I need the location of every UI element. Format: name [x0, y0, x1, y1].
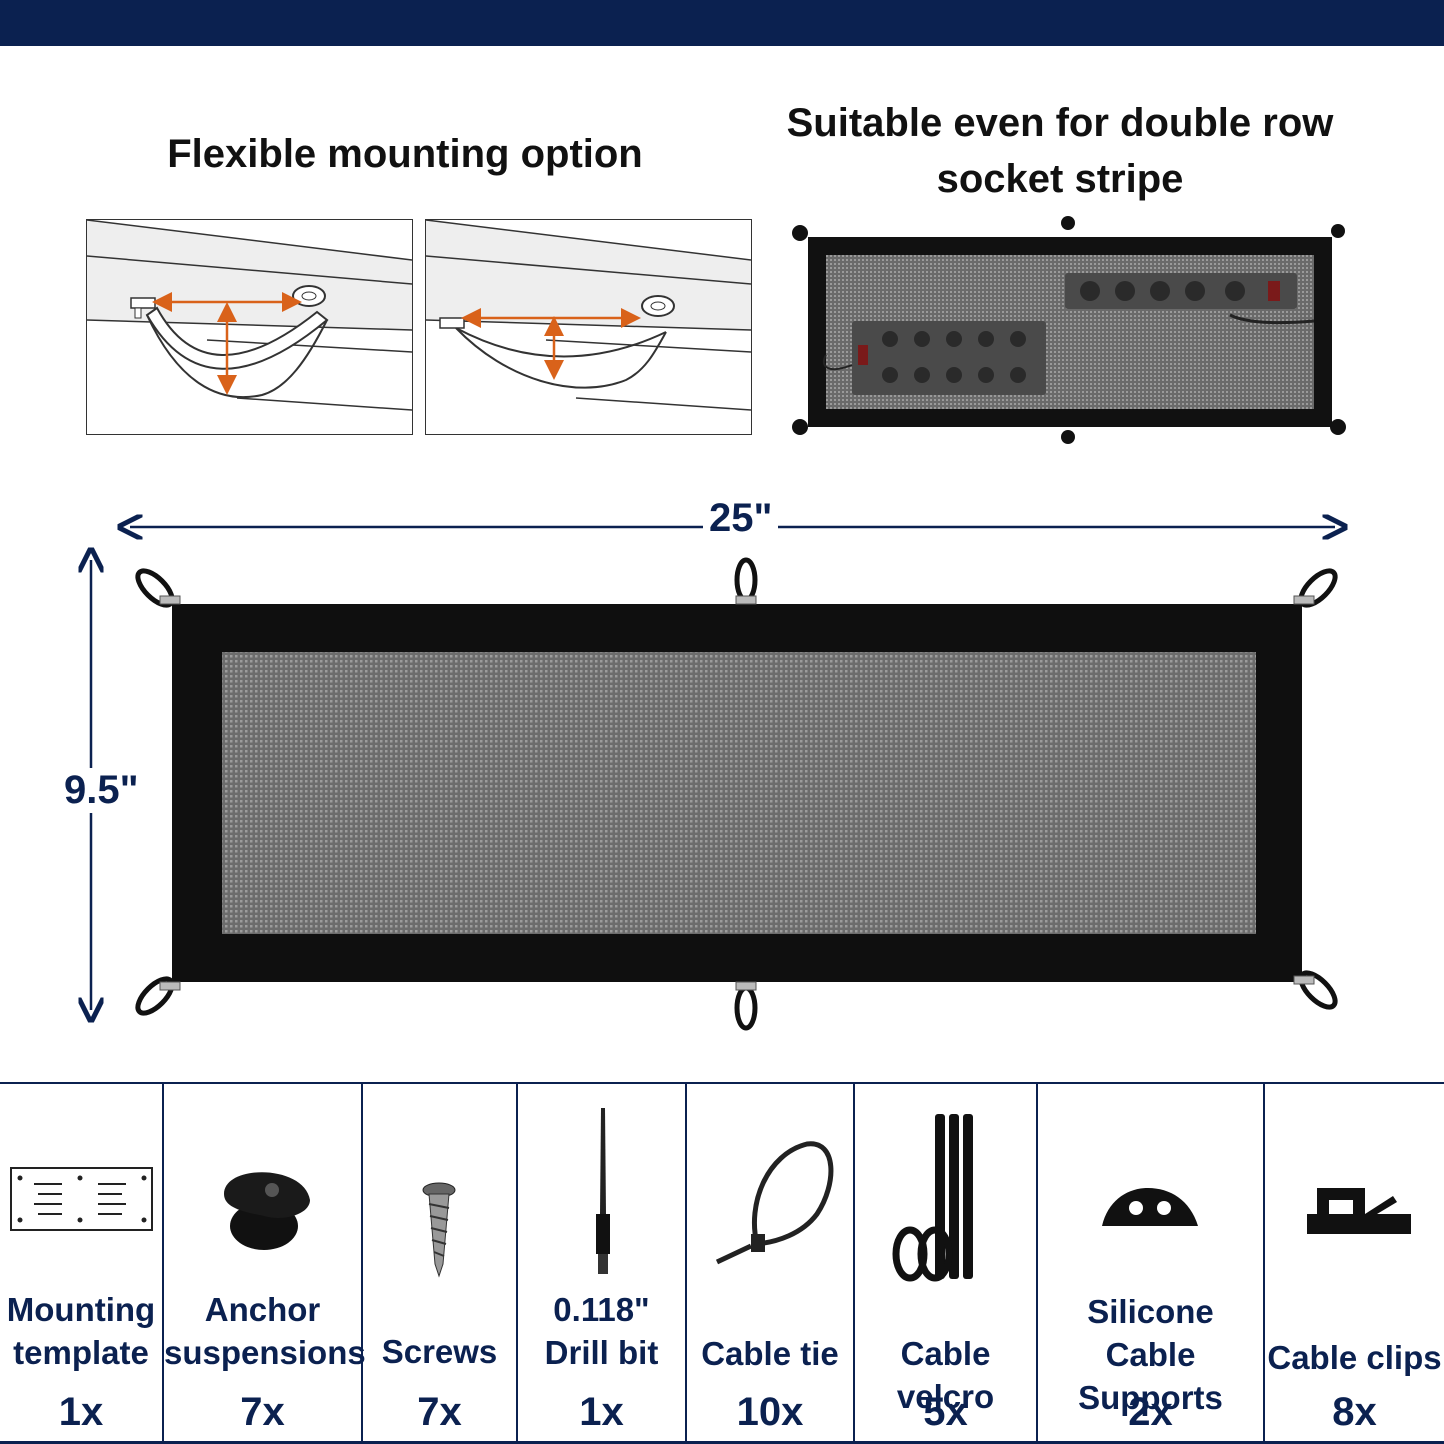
accessory-quantity: 8x	[1332, 1390, 1377, 1434]
accessory-cable-clips: Cable clips 8x	[1265, 1084, 1444, 1443]
accessory-silicone-cable-supports: Silicone Cable Supports 2x	[1038, 1084, 1265, 1443]
accessory-quantity: 10x	[736, 1390, 804, 1434]
accessory-name: Screws	[381, 1333, 498, 1370]
net-with-power-strips-image	[790, 215, 1350, 445]
accessory-screws: Screws 7x	[363, 1084, 518, 1443]
cable-velcro-icon	[855, 1104, 1036, 1294]
flexible-mounting-heading: Flexible mounting option	[167, 132, 643, 176]
accessory-name: Mounting template	[6, 1291, 156, 1371]
accessory-quantity: 1x	[58, 1390, 104, 1434]
drill-bit-icon	[518, 1104, 685, 1294]
mounting-illustration-narrow	[425, 219, 752, 435]
accessory-mounting-template: Mounting template 1x	[0, 1084, 164, 1443]
accessory-quantity: 7x	[417, 1390, 462, 1434]
net-dimension-diagram	[0, 480, 1444, 1040]
double-row-heading: Suitable even for double row socket stri…	[786, 101, 1334, 201]
cable-support-icon	[1038, 1104, 1263, 1294]
accessory-cable-tie: Cable tie 10x	[687, 1084, 855, 1443]
cable-clip-icon	[1265, 1104, 1444, 1294]
accessory-name: Cable velcro	[896, 1335, 995, 1415]
accessory-quantity: 7x	[240, 1390, 285, 1434]
accessory-cable-velcro: Cable velcro 5x	[855, 1084, 1038, 1443]
accessory-drill-bit: 0.118" Drill bit 1x	[518, 1084, 687, 1443]
accessories-row: Mounting template 1x Anchor suspensions …	[0, 1082, 1444, 1444]
accessory-name: 0.118" Drill bit	[544, 1291, 659, 1371]
anchor-suspension-icon	[164, 1104, 361, 1294]
accessory-quantity: 5x	[923, 1390, 968, 1434]
mounting-template-icon	[0, 1104, 162, 1294]
accessory-quantity: 1x	[579, 1390, 624, 1434]
accessory-name: Cable tie	[701, 1335, 839, 1372]
accessory-name: Silicone Cable Supports	[1078, 1293, 1223, 1416]
top-bar	[0, 0, 1444, 46]
mounting-illustration-wide	[86, 219, 413, 435]
accessory-quantity: 2x	[1128, 1390, 1173, 1434]
accessory-name: Cable clips	[1267, 1339, 1442, 1376]
screw-icon	[363, 1104, 516, 1294]
accessory-name: Anchor suspensions	[164, 1291, 366, 1371]
height-dimension-label: 9.5"	[58, 768, 145, 813]
cable-tie-icon	[687, 1104, 853, 1294]
width-dimension-label: 25"	[703, 496, 779, 541]
accessory-anchor-suspensions: Anchor suspensions 7x	[164, 1084, 366, 1443]
